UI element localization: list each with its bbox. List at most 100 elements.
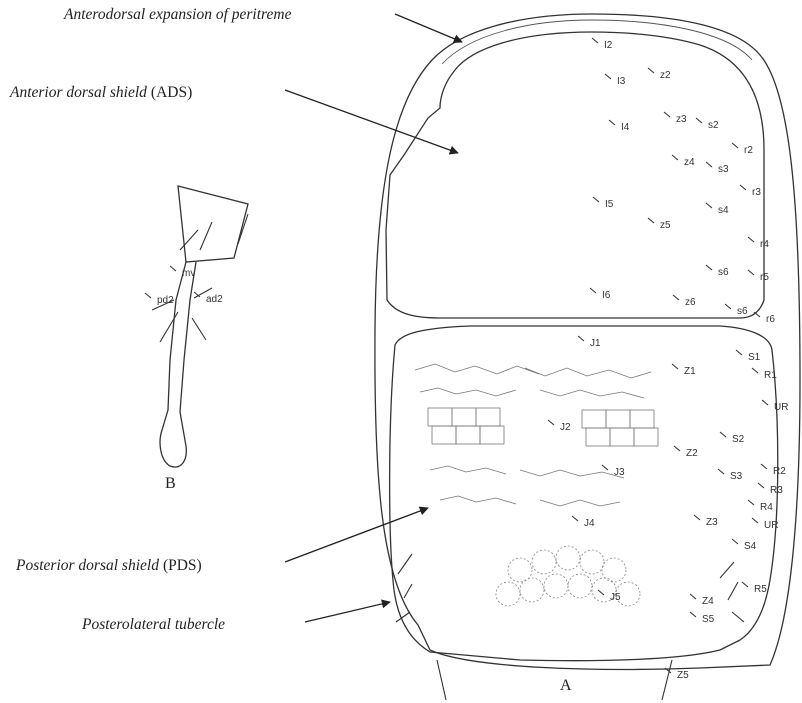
ads-seta-label: I4 [621, 122, 630, 133]
pds-seta-mark [598, 590, 604, 595]
ads-seta-label: s3 [718, 164, 729, 175]
ads-seta-mark [593, 197, 599, 202]
pds-seta-label: Z2 [686, 448, 698, 459]
pds-seta-label: S5 [702, 614, 715, 625]
posterior-dorsal-shield [390, 326, 778, 661]
ads-seta-mark [673, 295, 679, 300]
pds-seta-mark [672, 364, 678, 369]
pds-seta-label: S1 [748, 352, 761, 363]
pds-seta-label: Z4 [702, 596, 714, 607]
pds-seta-mark [752, 518, 758, 523]
pds-seta-mark [762, 400, 768, 405]
pds-seta-label: J2 [560, 422, 571, 433]
ads-seta-mark [605, 74, 611, 79]
pds-seta-label: UR [764, 520, 778, 531]
pds-seta-label: S4 [744, 541, 757, 552]
ads-seta-mark [706, 162, 712, 167]
pds-seta-mark [548, 420, 554, 425]
pds-seta-label: J3 [614, 467, 625, 478]
pds-seta-label: R5 [754, 584, 767, 595]
leg-seta-label: ad2 [206, 294, 223, 305]
ads-seta-label: s6 [718, 267, 729, 278]
pds-seta-mark [690, 612, 696, 617]
pds-seta-mark [742, 582, 748, 587]
ads-seta-mark [672, 155, 678, 160]
ads-seta-mark [725, 304, 731, 309]
leg-seta-labels: mv pd2 ad2 [145, 266, 223, 306]
ads-seta-mark [609, 120, 615, 125]
ads-seta-label: I5 [605, 199, 614, 210]
label-tubercle: Posterolateral tubercle [81, 616, 225, 633]
ads-seta-mark [590, 288, 596, 293]
ads-seta-mark [648, 218, 654, 223]
leg-seta-mark [170, 266, 176, 271]
label-peritreme: Anterodorsal expansion of peritreme [63, 6, 292, 23]
pds-seta-mark [761, 464, 767, 469]
pds-seta-mark [720, 432, 726, 437]
pds-seta-label: Z5 [677, 670, 689, 681]
leg-seta-mark [145, 293, 151, 298]
pds-seta-mark [732, 539, 738, 544]
ads-seta-mark [706, 203, 712, 208]
pds-seta-mark [578, 336, 584, 341]
pds-seta-mark [602, 465, 608, 470]
pds-reticulation [415, 364, 658, 606]
pds-seta-label: R4 [760, 502, 773, 513]
pds-seta-mark [572, 516, 578, 521]
pds-seta-mark [674, 446, 680, 451]
pds-seta-mark [752, 368, 758, 373]
ads-seta-label: r3 [752, 187, 761, 198]
leg-segment [152, 186, 248, 467]
pds-seta-label: R2 [773, 466, 786, 477]
label-ads: Anterior dorsal shield(ADS) [9, 84, 192, 101]
ads-seta-label: s4 [718, 205, 729, 216]
anterior-dorsal-shield [386, 32, 764, 318]
leg-seta-label: mv [182, 268, 195, 279]
pds-seta-label: J4 [584, 518, 595, 529]
ads-seta-label: z6 [685, 297, 696, 308]
ads-seta-mark [592, 38, 598, 43]
pds-seta-label: S3 [730, 471, 743, 482]
ads-seta-label: z2 [660, 70, 671, 81]
ads-seta-label: r6 [766, 314, 775, 325]
leg-seta-label: pd2 [157, 295, 174, 306]
ads-seta-mark [748, 270, 754, 275]
panel-label-a: A [560, 677, 572, 694]
ads-seta-label: z5 [660, 220, 671, 231]
ads-seta-mark [706, 265, 712, 270]
ads-seta-label: z3 [676, 114, 687, 125]
pds-seta-label: S2 [732, 434, 745, 445]
ads-seta-mark [754, 312, 760, 317]
pds-seta-mark [718, 469, 724, 474]
pds-seta-label: Z1 [684, 366, 696, 377]
ads-seta-mark [740, 185, 746, 190]
pds-seta-label: R3 [770, 485, 783, 496]
ads-seta-label: s6 [737, 306, 748, 317]
idiosoma-outline [375, 14, 800, 669]
pds-seta-mark [690, 594, 696, 599]
ads-seta-mark [696, 118, 702, 123]
pds-seta-label: J1 [590, 338, 601, 349]
ads-seta-label: I3 [617, 76, 626, 87]
ads-seta-label: r5 [760, 272, 769, 283]
ads-seta-mark [732, 143, 738, 148]
ads-seta-label: I6 [602, 290, 611, 301]
pds-seta-mark [748, 500, 754, 505]
pds-seta-mark [758, 483, 764, 488]
pds-seta-label: UR [774, 402, 788, 413]
pds-seta-label: Z3 [706, 517, 718, 528]
pds-seta-mark [694, 515, 700, 520]
label-pds: Posterior dorsal shield(PDS) [15, 557, 202, 574]
ads-seta-label: r4 [760, 239, 769, 250]
ads-seta-label: r2 [744, 145, 753, 156]
ads-seta-mark [664, 112, 670, 117]
ads-seta-label: I2 [604, 40, 613, 51]
pds-seta-mark [736, 350, 742, 355]
ads-seta-label: z4 [684, 157, 695, 168]
panel-label-b: B [165, 475, 176, 492]
ads-seta-label: s2 [708, 120, 719, 131]
pds-seta-label: R1 [764, 370, 777, 381]
